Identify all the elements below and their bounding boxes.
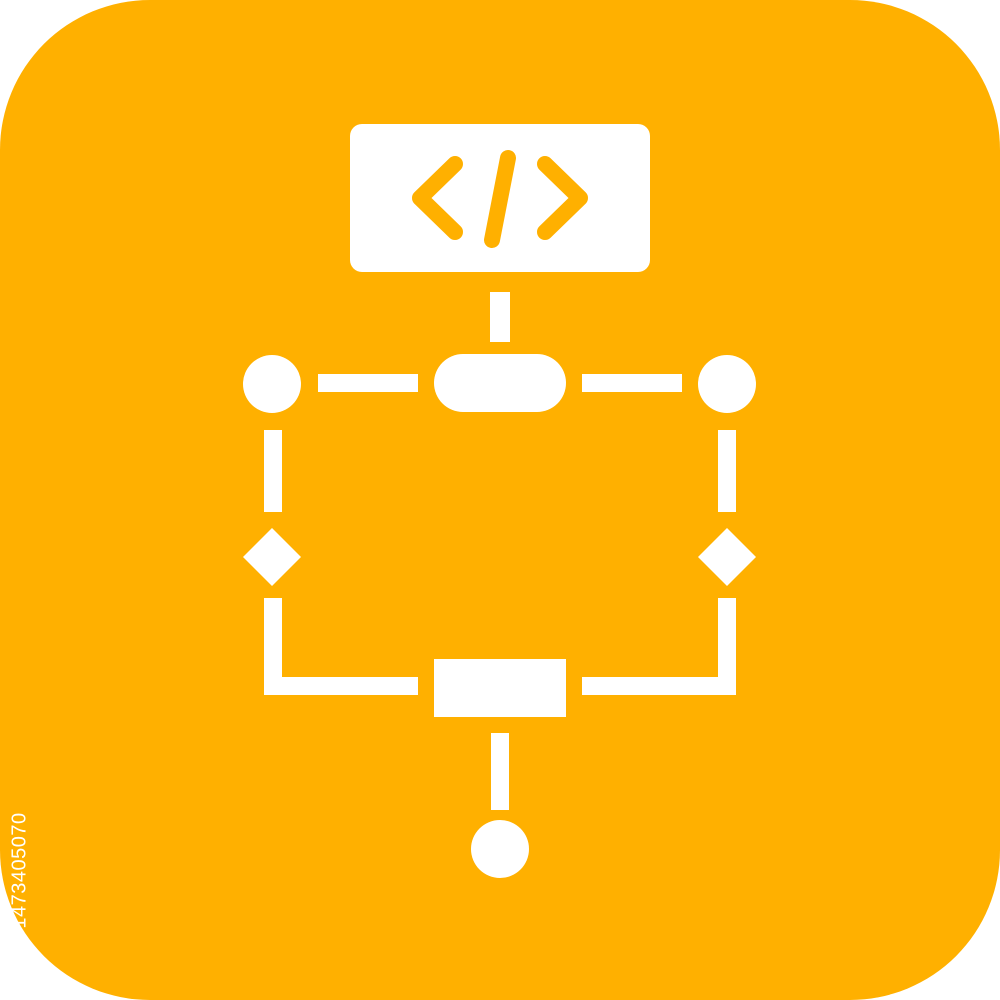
- connector-line: [264, 598, 282, 695]
- connector-line: [318, 374, 418, 392]
- code-brackets-icon: [412, 150, 588, 248]
- stock-id-watermark: 1473405070: [6, 750, 34, 990]
- connector-line: [264, 677, 418, 695]
- connector-line: [264, 430, 282, 512]
- end-node-circle: [471, 820, 529, 878]
- connector-line: [582, 374, 682, 392]
- node-circle-left: [243, 355, 301, 413]
- connector-line: [718, 598, 736, 695]
- left-angle-bracket: [412, 156, 463, 240]
- connector-line: [582, 677, 736, 695]
- stock-id-text: 1473405070: [8, 811, 31, 929]
- decision-diamond-right: [698, 528, 756, 586]
- connector-line: [718, 430, 736, 512]
- process-box: [434, 659, 566, 717]
- decision-diamond-left: [243, 528, 301, 586]
- slash-mark: [484, 150, 516, 248]
- connector-line: [490, 292, 510, 342]
- node-circle-right: [698, 355, 756, 413]
- right-angle-bracket: [537, 156, 588, 240]
- connector-line: [491, 733, 509, 810]
- terminal-pill: [434, 354, 566, 412]
